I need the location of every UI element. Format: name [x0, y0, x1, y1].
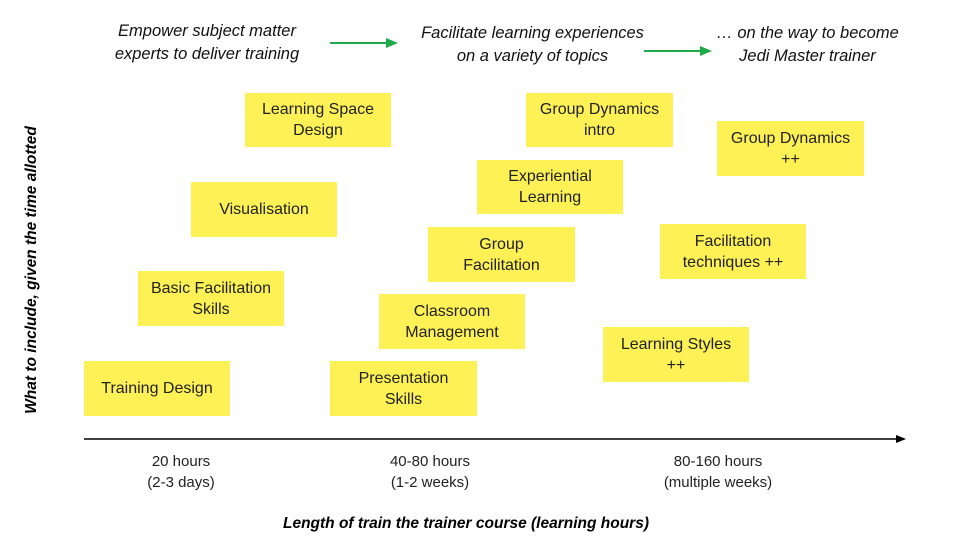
note-group-dynamics-plus: Group Dynamics ++ — [717, 121, 864, 176]
note-line: techniques ++ — [682, 253, 784, 271]
header-line: … on the way to become — [716, 24, 899, 42]
note-training-design: Training Design — [84, 361, 230, 416]
header-line: Facilitate learning experiences — [421, 24, 644, 42]
note-learning-styles-plus: Learning Styles ++ — [603, 327, 749, 382]
note-group-dynamics-intro: Group Dynamics intro — [526, 93, 673, 147]
header-line: on a variety of topics — [456, 47, 609, 65]
header-line: Empower subject matter — [118, 22, 296, 40]
note-line: Training Design — [101, 380, 213, 397]
progress-arrow-2 — [644, 46, 712, 56]
axis-tick-80-160-hours: 80-160 hours (multiple weeks) — [664, 451, 772, 493]
note-visualisation: Visualisation — [191, 182, 337, 237]
note-experiential-learning: Experiential Learning — [477, 160, 623, 214]
axis-tick-20-hours: 20 hours (2-3 days) — [147, 451, 215, 493]
note-line: Facilitation — [694, 232, 772, 250]
note-line: Learning — [518, 189, 582, 206]
note-line: Group — [479, 235, 524, 253]
note-line: Learning Styles — [620, 335, 732, 353]
header-line: experts to deliver training — [114, 45, 300, 63]
note-classroom-management: Classroom Management — [379, 294, 525, 349]
note-presentation-skills: Presentation Skills — [330, 361, 477, 416]
x-axis-arrow — [84, 435, 906, 443]
note-line: Experiential — [508, 168, 592, 185]
note-line: Visualisation — [219, 201, 309, 218]
header-learning-experiences: Facilitate learning experiences on a var… — [400, 22, 665, 68]
tick-line: (multiple weeks) — [663, 474, 773, 491]
note-line: Group Dynamics — [539, 101, 660, 118]
note-line: Facilitation — [463, 256, 540, 274]
note-line: Skills — [192, 300, 230, 318]
header-subject-experts: Empower subject matter experts to delive… — [92, 20, 322, 66]
progress-arrow-1 — [330, 38, 398, 48]
y-axis-label: What to include, given the time allotted — [23, 126, 40, 414]
x-axis-label: Length of train the trainer course (lear… — [282, 515, 650, 532]
note-line: ++ — [781, 150, 800, 168]
note-line: Design — [293, 122, 343, 139]
note-line: Management — [405, 323, 499, 341]
note-group-facilitation: Group Facilitation — [428, 227, 575, 282]
note-line: ++ — [666, 356, 686, 374]
note-line: Classroom — [413, 302, 491, 320]
note-line: intro — [583, 122, 616, 139]
tick-line: 80-160 hours — [673, 453, 763, 470]
tick-line: 20 hours — [151, 453, 211, 470]
note-line: Learning Space — [261, 101, 375, 118]
note-basic-facilitation-skills: Basic Facilitation Skills — [138, 271, 284, 326]
header-line: Jedi Master trainer — [739, 47, 876, 65]
note-line: Skills — [384, 390, 423, 408]
note-line: Group Dynamics — [730, 129, 851, 147]
note-line: Presentation — [358, 369, 449, 387]
note-learning-space-design: Learning Space Design — [245, 93, 391, 147]
tick-line: (2-3 days) — [147, 474, 215, 491]
note-facilitation-techniques-plus: Facilitation techniques ++ — [660, 224, 806, 279]
axis-tick-40-80-hours: 40-80 hours (1-2 weeks) — [390, 451, 470, 493]
tick-line: (1-2 weeks) — [390, 474, 470, 491]
note-line: Basic Facilitation — [150, 279, 272, 297]
tick-line: 40-80 hours — [389, 453, 471, 470]
header-jedi-master: … on the way to become Jedi Master train… — [700, 22, 915, 68]
